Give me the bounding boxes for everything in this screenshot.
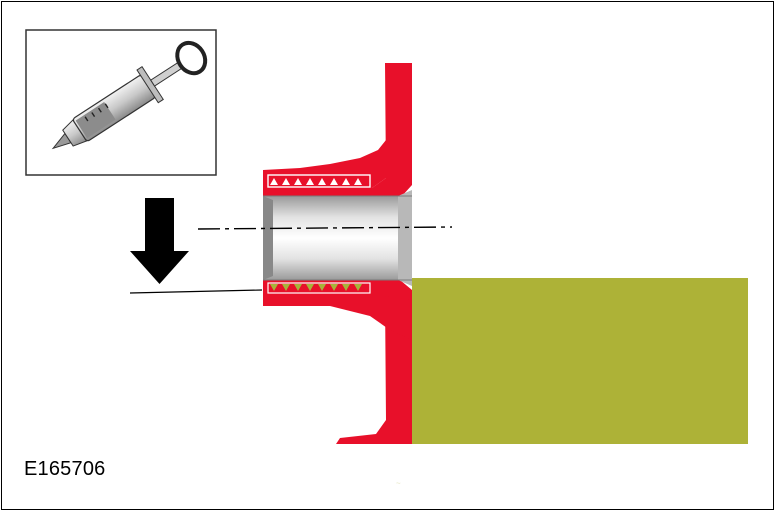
grease-teeth-upper — [267, 174, 371, 188]
grease-teeth-lower — [267, 282, 371, 294]
figure-id-label: E165706 — [24, 458, 106, 480]
grease-gun-icon — [51, 40, 208, 150]
svg-text:~: ~ — [396, 479, 401, 488]
shaft — [412, 278, 748, 444]
arrow-down-icon — [130, 198, 189, 284]
leader-line — [129, 289, 263, 294]
grease-callout — [25, 29, 217, 176]
seal-housing — [263, 63, 412, 444]
seal-bore — [263, 190, 412, 286]
centerline — [197, 226, 453, 230]
